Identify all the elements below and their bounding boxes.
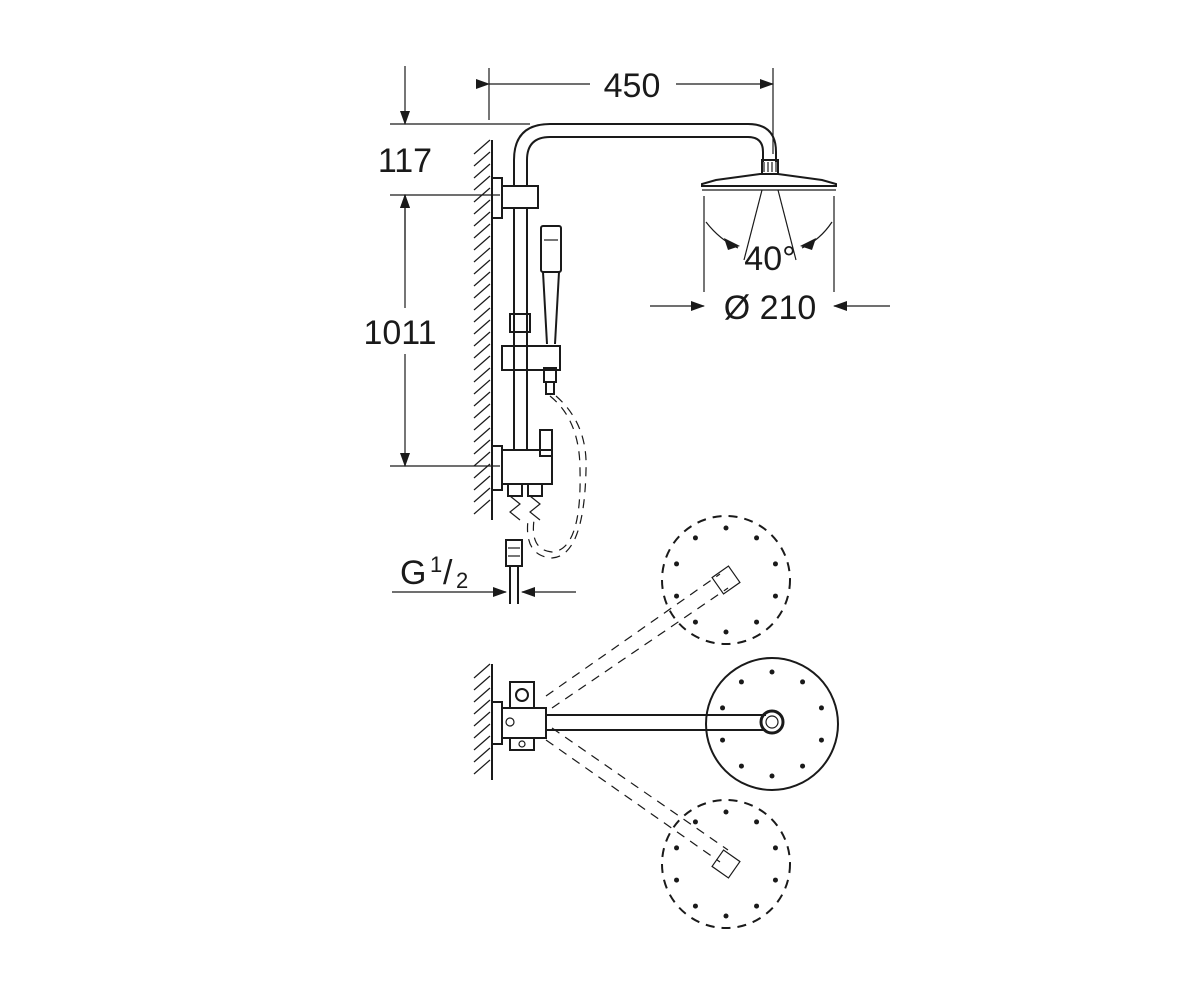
rail-height-label: 1011 [363,314,436,352]
connection-fraction-denominator: 2 [456,568,468,593]
dimension-rail-height: 1011 [363,194,500,467]
wall-bracket-bottom [491,429,553,491]
arm-length-label: 450 [604,67,661,105]
dimension-top-offset: 117 [378,66,530,250]
top-swivel-lower [545,727,791,929]
top-swivel-upper [545,515,791,709]
top-offset-label: 117 [378,142,432,180]
spray-angle-lines [703,189,835,292]
hand-shower [540,225,562,345]
side-view: 450 117 1011 40° Ø 210 G [363,66,890,604]
supply-connectors [505,483,543,604]
top-mount-block [491,681,547,751]
slide-holder [501,313,561,395]
dimension-arm-length: 450 [476,67,774,154]
top-main-arm [546,714,766,731]
top-main-head [705,657,839,791]
connection-fraction-numerator: 1 [430,552,442,577]
top-view [473,515,839,929]
wall-bracket-top [491,177,539,219]
riser-rail [513,208,528,450]
head-diameter-label: Ø 210 [724,289,817,327]
connection-thread-label: G [400,554,426,592]
spray-angle-label: 40° [744,240,795,278]
wall-top [473,663,493,780]
hose [526,395,587,559]
connection-fraction-slash: / [443,554,453,592]
shower-head-side [701,159,837,191]
dimension-connection-thread: G 1 / 2 [392,552,576,597]
dimension-head-diameter: Ø 210 [650,289,890,327]
shower-arm [513,123,777,186]
wall-side [473,139,493,520]
